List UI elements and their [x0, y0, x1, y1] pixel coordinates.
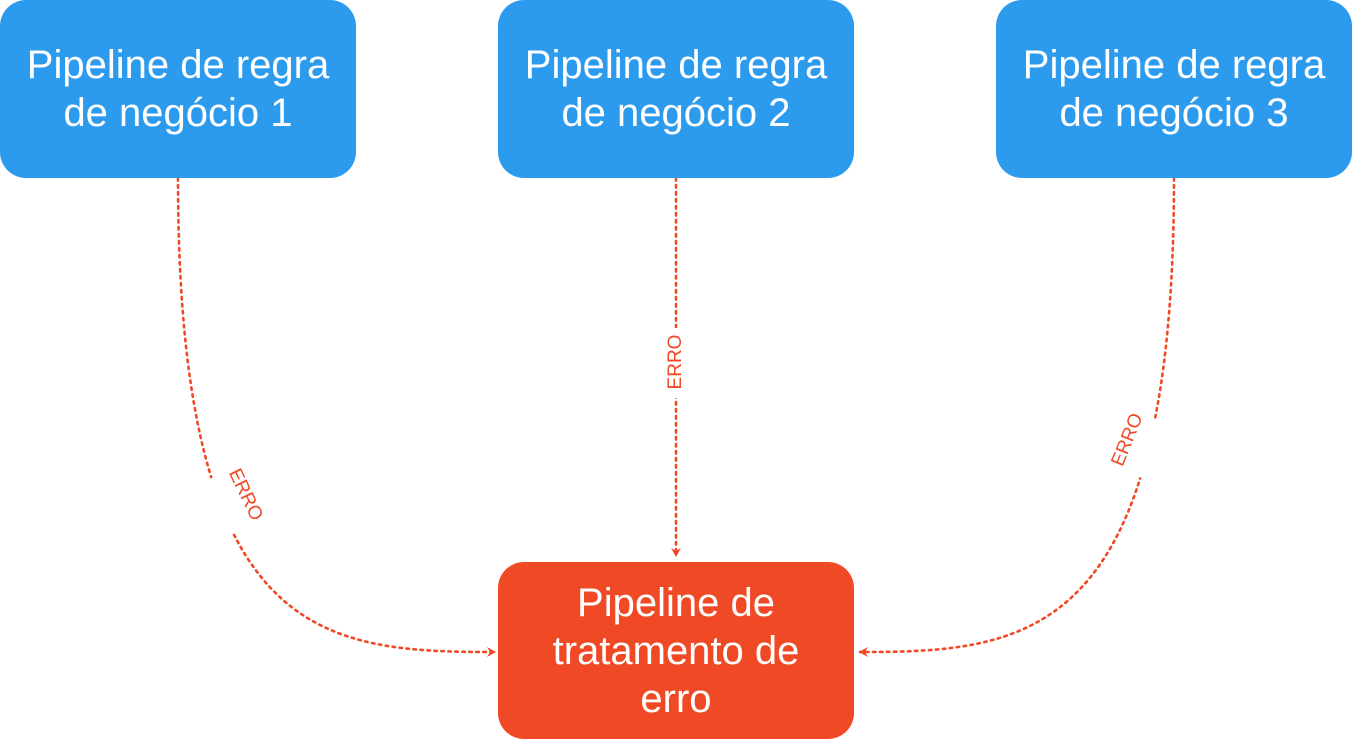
business-rule-pipeline-1[interactable]: Pipeline de regra de negócio 1 [0, 0, 356, 178]
node-1-line-2: de negócio 1 [63, 91, 293, 135]
node-3-line-1: Pipeline de regra [1022, 43, 1326, 87]
edge-2-label: ERRO [665, 335, 686, 390]
node-3-label: Pipeline de regra de negócio 3 [1023, 41, 1325, 137]
node-2-label: Pipeline de regra de negócio 2 [525, 41, 827, 137]
edge-3-to-error [858, 176, 1176, 657]
node-3-line-2: de negócio 3 [1059, 91, 1289, 135]
error-node-line-1: Pipeline de [577, 580, 775, 625]
edge-1-to-error [176, 176, 497, 657]
business-rule-pipeline-2[interactable]: Pipeline de regra de negócio 2 [498, 0, 854, 178]
node-1-label: Pipeline de regra de negócio 1 [27, 41, 329, 137]
error-handling-pipeline[interactable]: Pipeline de tratamento de erro [498, 562, 854, 739]
node-1-line-1: Pipeline de regra [26, 43, 330, 87]
error-node-line-2: tratamento de [552, 628, 800, 673]
node-2-line-2: de negócio 2 [561, 91, 791, 135]
business-rule-pipeline-3[interactable]: Pipeline de regra de negócio 3 [996, 0, 1352, 178]
error-node-line-3: erro [640, 676, 712, 721]
error-node-label: Pipeline de tratamento de erro [553, 579, 800, 723]
node-2-line-1: Pipeline de regra [524, 43, 828, 87]
